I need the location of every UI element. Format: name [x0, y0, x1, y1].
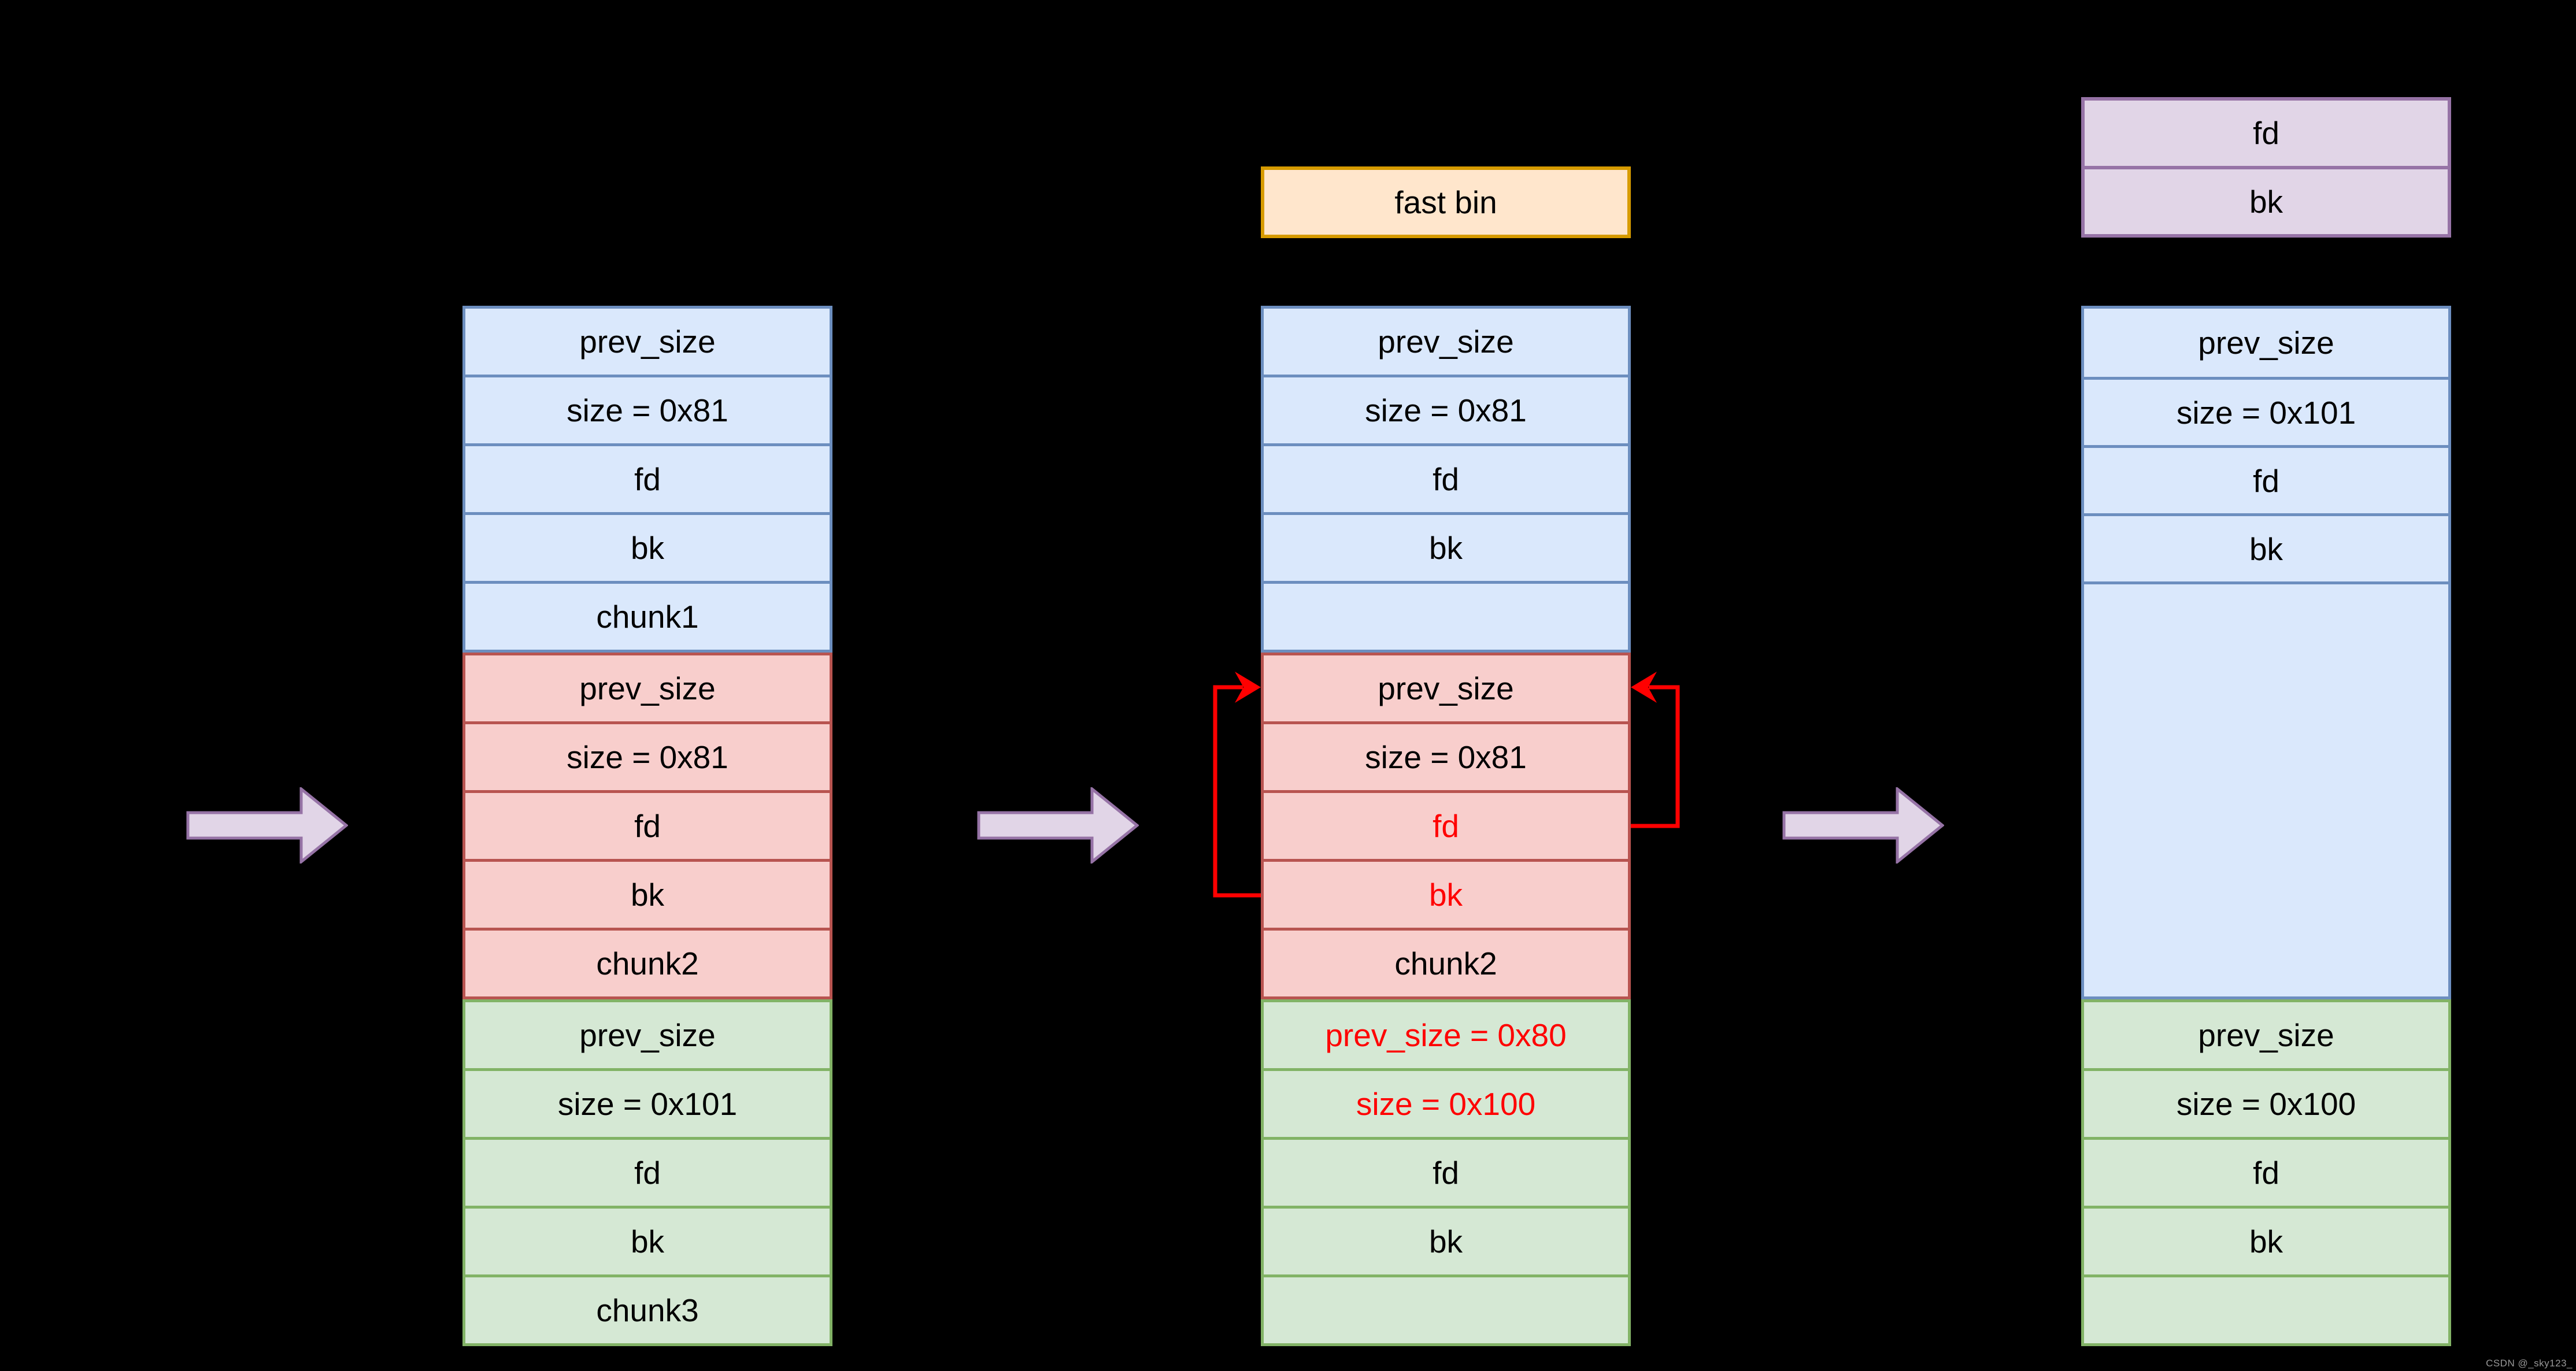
cell-size: size = 0x101 [465, 1068, 830, 1137]
cell-fd: fd [2084, 445, 2448, 513]
cell-size: size = 0x81 [1264, 375, 1628, 443]
cell-bk: bk [2084, 513, 2448, 581]
stage3-chunk3-box: prev_size size = 0x100 fd bk [2081, 999, 2451, 1346]
cell-prev-size: prev_size [1378, 670, 1514, 706]
cell-bk: bk [2084, 1206, 2448, 1274]
cell-fd: fd [2084, 1137, 2448, 1206]
cell-bk: bk [1264, 1206, 1628, 1274]
cell-fd: fd [465, 790, 830, 859]
stage1-chunk3-box: prev_size size = 0x101 fd bk chunk3 [462, 999, 832, 1346]
watermark: CSDN @_sky123_ [2486, 1358, 2573, 1369]
cell-prev-size-forged: prev_size = 0x80 [1325, 1017, 1567, 1053]
cell-fd: fd [465, 443, 830, 512]
pointer-arrows-overlay [1213, 672, 1680, 898]
fast-bin-box: fast bin [1261, 166, 1631, 238]
cell-chunk2-label: chunk2 [1264, 928, 1628, 996]
cell-empty [2084, 1274, 2448, 1343]
cell-fd: fd [1264, 1137, 1628, 1206]
cell-bk: bk [465, 512, 830, 581]
cell-prev-size: prev_size [1378, 324, 1514, 360]
stage2-chunk3-box: prev_size = 0x80 size = 0x100 fd bk [1261, 999, 1631, 1346]
cell-prev-size: prev_size [579, 670, 716, 706]
cell-size: size = 0x81 [465, 721, 830, 790]
fd-pointer-arrow-icon [1631, 672, 1680, 828]
stage3-merged-chunk-box: prev_size size = 0x101 fd bk [2081, 306, 2451, 999]
cell-bk-overwritten: bk [1264, 859, 1628, 928]
cell-prev-size: prev_size [2198, 325, 2334, 361]
cell-bk: bk [1264, 512, 1628, 581]
cell-fd: fd [1264, 443, 1628, 512]
cell-fd: fd [465, 1137, 830, 1206]
bin-head-fd: fd [2253, 115, 2279, 151]
cell-size: size = 0x81 [465, 375, 830, 443]
cell-empty [1264, 1274, 1628, 1343]
fast-bin-label: fast bin [1394, 184, 1497, 220]
cell-empty [1264, 581, 1628, 650]
cell-fd-overwritten: fd [1264, 790, 1628, 859]
cell-empty [2084, 581, 2448, 996]
cell-size: size = 0x101 [2084, 377, 2448, 445]
cell-size: size = 0x100 [2084, 1068, 2448, 1137]
cell-bk: bk [465, 859, 830, 928]
cell-prev-size: prev_size [579, 324, 716, 360]
right-block-arrow-icon [186, 787, 348, 864]
cell-bk: bk [465, 1206, 830, 1274]
cell-size: size = 0x81 [1264, 721, 1628, 790]
right-block-arrow-icon [1782, 787, 1944, 864]
bk-pointer-arrow-icon [1213, 672, 1261, 898]
stage2-chunk1-box: prev_size size = 0x81 fd bk [1261, 306, 1631, 653]
stage1-chunk1-box: prev_size size = 0x81 fd bk chunk1 [462, 306, 832, 653]
right-block-arrow-icon [977, 787, 1139, 864]
bin-head-box: fd bk [2081, 97, 2451, 238]
bin-head-bk: bk [2085, 165, 2448, 235]
cell-chunk2-label: chunk2 [465, 928, 830, 996]
cell-prev-size: prev_size [579, 1017, 716, 1053]
stage1-chunk2-box: prev_size size = 0x81 fd bk chunk2 [462, 653, 832, 999]
cell-prev-size: prev_size [2198, 1017, 2334, 1053]
stage2-chunk2-box: prev_size size = 0x81 fd bk chunk2 [1261, 653, 1631, 999]
cell-chunk1-label: chunk1 [465, 581, 830, 650]
cell-chunk3-label: chunk3 [465, 1274, 830, 1343]
cell-size-forged: size = 0x100 [1264, 1068, 1628, 1137]
